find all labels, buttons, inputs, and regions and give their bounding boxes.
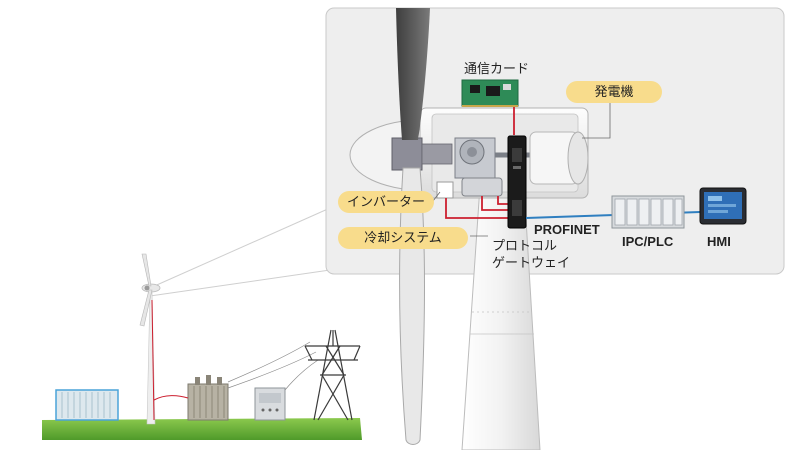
generator-icon — [529, 131, 589, 185]
ground — [42, 418, 362, 440]
transformer-icon — [153, 375, 229, 421]
plc-rack-icon — [611, 195, 685, 229]
small-wind-turbine — [139, 253, 161, 425]
switchgear-icon — [254, 387, 286, 421]
zoom-cone — [149, 207, 331, 297]
inverter-label: インバーター — [338, 191, 434, 213]
power-lines — [227, 341, 319, 391]
cooling-label: 冷却システム — [338, 227, 468, 249]
pcb-card-icon — [461, 79, 519, 107]
generator-label: 発電機 — [566, 81, 662, 103]
ipc-plc-label: IPC/PLC — [622, 234, 674, 249]
hmi-monitor-icon — [699, 187, 747, 225]
gearbox — [454, 137, 530, 197]
profinet-label: PROFINET — [534, 222, 600, 237]
container-icon — [55, 389, 119, 421]
power-pylon-icon — [304, 329, 361, 421]
inverter-box — [436, 181, 454, 199]
gateway-label-line1: プロトコル — [492, 238, 558, 253]
gateway-label-line2: ゲートウェイ — [492, 255, 571, 270]
protocol-gateway-device-icon — [507, 135, 527, 229]
comm-card-label: 通信カード — [464, 61, 530, 76]
hmi-label: HMI — [707, 234, 731, 249]
